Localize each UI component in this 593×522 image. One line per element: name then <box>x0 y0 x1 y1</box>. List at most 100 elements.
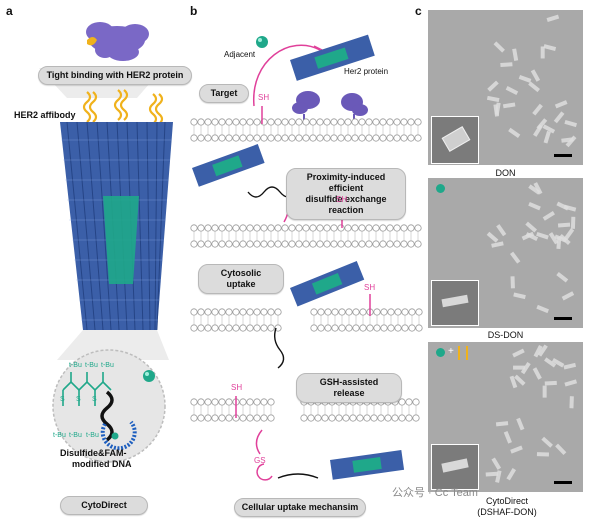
lipid-head <box>400 224 408 232</box>
lipid-head <box>365 134 373 142</box>
lipid-head <box>345 324 353 332</box>
micrograph-don <box>428 10 583 165</box>
lipid-head <box>379 134 387 142</box>
origami-particle <box>495 470 502 483</box>
lipid-head <box>394 308 402 316</box>
origami-particle <box>493 41 505 53</box>
lipid-head <box>246 134 254 142</box>
origami-particle <box>503 430 512 444</box>
affibody-icon <box>458 346 468 360</box>
dna-label-line2: modified DNA <box>72 459 132 469</box>
lipid-head <box>316 134 324 142</box>
panel-c-letter: c <box>415 4 422 18</box>
lipid-head <box>190 308 198 316</box>
cell-membranes <box>190 118 423 422</box>
lipid-head <box>330 118 338 126</box>
lipid-head <box>337 240 345 248</box>
lipid-head <box>309 134 317 142</box>
lipid-head <box>190 240 198 248</box>
origami-particle <box>513 292 526 300</box>
lipid-head <box>328 414 336 422</box>
lipid-head <box>253 398 261 406</box>
origami-particle <box>510 445 523 454</box>
lipid-head <box>379 224 387 232</box>
lipid-head <box>338 308 346 316</box>
lipid-head <box>323 134 331 142</box>
origami-particle <box>563 228 575 241</box>
tbu-label-5: t-Bu <box>69 432 82 439</box>
lipid-head <box>281 118 289 126</box>
lipid-head <box>190 118 198 126</box>
plus-icon: + <box>448 346 454 357</box>
origami-particle <box>494 102 501 115</box>
lipid-head <box>197 308 205 316</box>
don-particles <box>486 14 578 148</box>
origami-particle <box>544 380 557 386</box>
lipid-head <box>351 134 359 142</box>
tbu-label-3: t-Bu <box>101 362 114 369</box>
lipid-head <box>386 118 394 126</box>
lipid-head <box>393 118 401 126</box>
panel-b-illustration <box>190 34 423 481</box>
affibody-helices <box>82 89 164 125</box>
lipid-head <box>302 118 310 126</box>
lipid-head <box>260 308 268 316</box>
lipid-head <box>253 324 261 332</box>
lipid-head <box>253 224 261 232</box>
lipid-head <box>190 224 198 232</box>
lipid-head <box>204 134 212 142</box>
lipid-head <box>225 414 233 422</box>
cytodirect-particles <box>485 344 578 483</box>
origami-particle <box>513 365 526 370</box>
origami-particle <box>487 80 499 92</box>
lipid-head <box>253 308 261 316</box>
lipid-head <box>267 224 275 232</box>
lipid-head <box>309 224 317 232</box>
her2-protein-top <box>86 22 149 61</box>
lipid-head <box>344 240 352 248</box>
origami-particle <box>516 417 525 431</box>
origami-particle <box>491 241 504 248</box>
origami-particle <box>510 276 515 289</box>
lipid-head <box>351 118 359 126</box>
lipid-head <box>232 134 240 142</box>
lipid-head <box>407 118 415 126</box>
lipid-head <box>330 240 338 248</box>
lipid-head <box>394 324 402 332</box>
lipid-head <box>218 240 226 248</box>
lipid-head <box>239 398 247 406</box>
lipid-head <box>246 324 254 332</box>
lipid-head <box>387 324 395 332</box>
lipid-head <box>239 240 247 248</box>
lipid-head <box>295 240 303 248</box>
lipid-head <box>281 240 289 248</box>
proximity-label: Proximity-induced efficient disulfide ex… <box>286 168 406 220</box>
lipid-head <box>414 134 422 142</box>
origami-particle <box>570 216 576 229</box>
lipid-head <box>407 224 415 232</box>
lipid-head <box>405 398 413 406</box>
lipid-head <box>310 324 318 332</box>
lipid-head <box>204 240 212 248</box>
lipid-head <box>314 414 322 422</box>
lipid-head <box>260 224 268 232</box>
lipid-head <box>359 308 367 316</box>
lipid-head <box>338 324 346 332</box>
lipid-head <box>197 398 205 406</box>
origami-particle <box>543 130 551 144</box>
sh-label-2: SH <box>336 195 348 204</box>
lipid-head <box>197 324 205 332</box>
lipid-head <box>317 308 325 316</box>
lipid-head <box>414 224 422 232</box>
origami-particle <box>508 127 521 138</box>
lipid-head <box>253 240 261 248</box>
lipid-head <box>352 324 360 332</box>
lipid-head <box>358 118 366 126</box>
lipid-head <box>352 308 360 316</box>
lipid-head <box>358 134 366 142</box>
origami-particle <box>496 224 507 237</box>
lipid-head <box>414 240 422 248</box>
origami-particle <box>528 201 541 211</box>
lipid-head <box>239 308 247 316</box>
lipid-head <box>295 134 303 142</box>
